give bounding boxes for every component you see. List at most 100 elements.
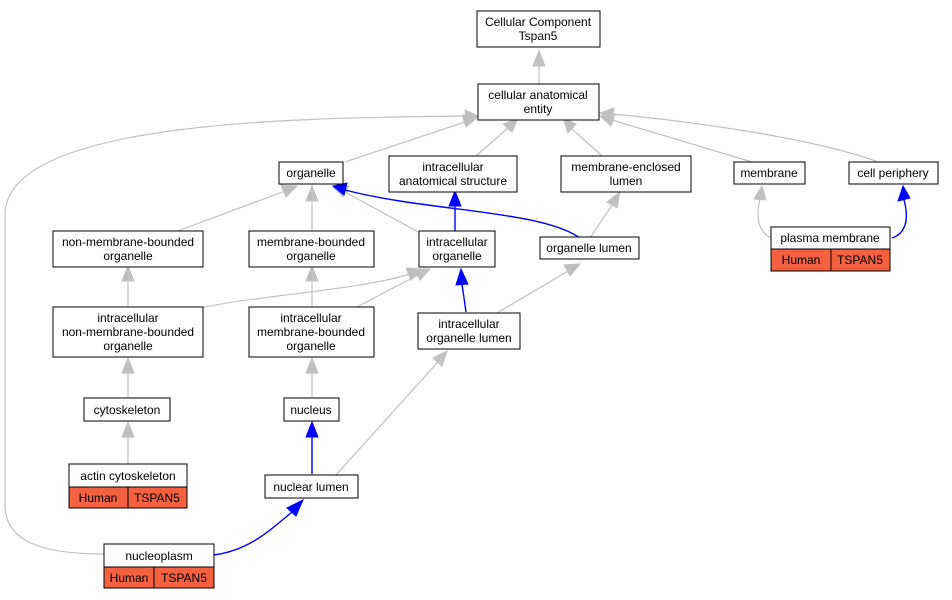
arrowhead — [121, 420, 135, 438]
annotation-gene-cell — [127, 486, 188, 509]
node-label-line: intracellular — [426, 235, 487, 249]
node-nucleus[interactable]: nucleus — [283, 397, 340, 422]
node-cellular-anatomical-entity[interactable]: cellular anatomical entity — [477, 83, 600, 121]
arrowhead — [413, 268, 432, 281]
node-label-line: intracellular — [422, 160, 483, 174]
node-label-line: Tspan5 — [519, 29, 558, 43]
arrowhead — [305, 420, 319, 438]
node-label-line: organelle — [432, 249, 482, 263]
node-label-line: organelle — [286, 249, 336, 263]
node-label-line: Cellular Component — [485, 15, 592, 29]
node-plasma-membrane[interactable]: plasma membrane Human TSPAN5 — [770, 226, 891, 272]
edge-ol-organelle — [344, 189, 581, 239]
edge-ias-cae — [475, 127, 509, 157]
arrowhead — [502, 117, 519, 133]
annotation-gene-cell — [830, 248, 891, 272]
node-label-line: organelle — [103, 339, 153, 353]
arrowhead — [532, 49, 546, 67]
node-nuclear-lumen[interactable]: nuclear lumen — [264, 474, 359, 499]
node-label-line: intracellular — [438, 317, 499, 331]
node-label-line: membrane — [740, 166, 798, 180]
arrowhead — [598, 107, 615, 121]
edge-pm-cellper — [891, 199, 908, 239]
node-label-line: nucleus — [290, 403, 331, 417]
node-organelle[interactable]: organelle — [278, 161, 344, 185]
node-label-line: lumen — [610, 174, 643, 188]
node-label-line: anatomical structure — [399, 174, 507, 188]
node-label-line: organelle — [286, 339, 336, 353]
arrowhead — [280, 184, 299, 198]
node-intracellular-anatomical-structure[interactable]: intracellular anatomical structure — [388, 155, 518, 193]
node-actin-cytoskeleton[interactable]: actin cytoskeleton Human TSPAN5 — [68, 463, 188, 509]
node-label-line: entity — [524, 102, 553, 116]
node-label-line: cellular anatomical — [488, 88, 587, 102]
node-label-line: nucleoplasm — [125, 549, 192, 563]
node-label-line: organelle — [103, 249, 153, 263]
arrowhead — [305, 356, 319, 374]
edge-nucleoplasm-nuclearlumen — [213, 511, 293, 556]
edge-nmbo-organelle — [174, 190, 286, 233]
annotation-gene: TSPAN5 — [134, 491, 180, 505]
node-label-line: intracellular — [280, 311, 341, 325]
edge-ol-mel — [589, 204, 613, 239]
node-cytoskeleton[interactable]: cytoskeleton — [83, 397, 171, 422]
node-label-line: non-membrane-bounded — [62, 325, 194, 339]
node-non-membrane-bounded-organelle[interactable]: non-membrane-bounded organelle — [52, 230, 204, 268]
edge-iol-ol — [496, 270, 569, 314]
arrowhead — [305, 184, 319, 202]
node-intracellular-non-membrane-bounded-organelle[interactable]: intracellular non-membrane-bounded organ… — [52, 306, 204, 358]
annotation-species: Human — [110, 571, 149, 585]
node-label-line: membrane-enclosed — [571, 160, 680, 174]
arrowhead — [464, 109, 480, 123]
arrowhead — [562, 117, 577, 134]
node-label-line: plasma membrane — [780, 231, 880, 245]
annotation-gene-cell — [153, 566, 215, 589]
node-membrane-enclosed-lumen[interactable]: membrane-enclosed lumen — [560, 155, 692, 193]
node-label-line: nuclear lumen — [273, 480, 348, 494]
edge-nucleoplasm-cae — [4, 115, 466, 555]
node-membrane-bounded-organelle[interactable]: membrane-bounded organelle — [248, 230, 375, 268]
arrowhead — [753, 184, 767, 201]
arrowhead — [563, 263, 582, 277]
arrowhead — [897, 184, 911, 202]
node-label-line: organelle lumen — [546, 241, 631, 255]
edge-nuclearlumen-iol — [334, 361, 439, 477]
edge-mel-cae — [571, 128, 603, 157]
arrowhead — [432, 350, 448, 367]
edge-inmbo-io — [199, 273, 411, 309]
edge-imbo-io — [354, 274, 419, 309]
edge-cellper-cae — [611, 113, 879, 163]
node-label-line: cytoskeleton — [94, 403, 161, 417]
node-nucleoplasm[interactable]: nucleoplasm Human TSPAN5 — [103, 543, 215, 589]
annotation-gene: TSPAN5 — [161, 571, 207, 585]
edge-organelle-cae — [344, 121, 466, 163]
annotation-gene: TSPAN5 — [837, 253, 883, 267]
node-label-line: intracellular — [97, 311, 158, 325]
arrowhead — [121, 356, 135, 374]
node-label-line: membrane-bounded — [257, 325, 365, 339]
edge-iol-io — [461, 283, 467, 313]
node-intracellular-membrane-bounded-organelle[interactable]: intracellular membrane-bounded organelle — [248, 306, 375, 358]
annotation-species: Human — [79, 491, 118, 505]
edge-membrane-cae — [611, 119, 753, 163]
node-intracellular-organelle[interactable]: intracellular organelle — [418, 230, 496, 268]
node-membrane[interactable]: membrane — [733, 161, 806, 185]
node-label-line: membrane-bounded — [257, 235, 365, 249]
node-intracellular-organelle-lumen[interactable]: intracellular organelle lumen — [417, 312, 521, 350]
blue-edges — [213, 182, 911, 556]
node-label-line: actin cytoskeleton — [80, 469, 175, 483]
gray-edges — [4, 49, 879, 555]
edge-io-organelle — [344, 191, 421, 234]
arrowhead — [286, 498, 305, 517]
node-organelle-lumen[interactable]: organelle lumen — [539, 236, 640, 260]
node-label-line: cell periphery — [857, 166, 928, 180]
node-label-line: non-membrane-bounded — [62, 235, 194, 249]
arrowhead — [606, 190, 621, 209]
arrowhead — [121, 264, 135, 282]
node-cell-periphery[interactable]: cell periphery — [848, 161, 939, 185]
arrowhead — [305, 264, 319, 282]
arrowhead — [455, 267, 469, 286]
node-cellular-component[interactable]: Cellular Component Tspan5 — [476, 10, 601, 48]
edge-pm-membrane — [757, 198, 773, 239]
node-label-line: organelle — [286, 166, 336, 180]
